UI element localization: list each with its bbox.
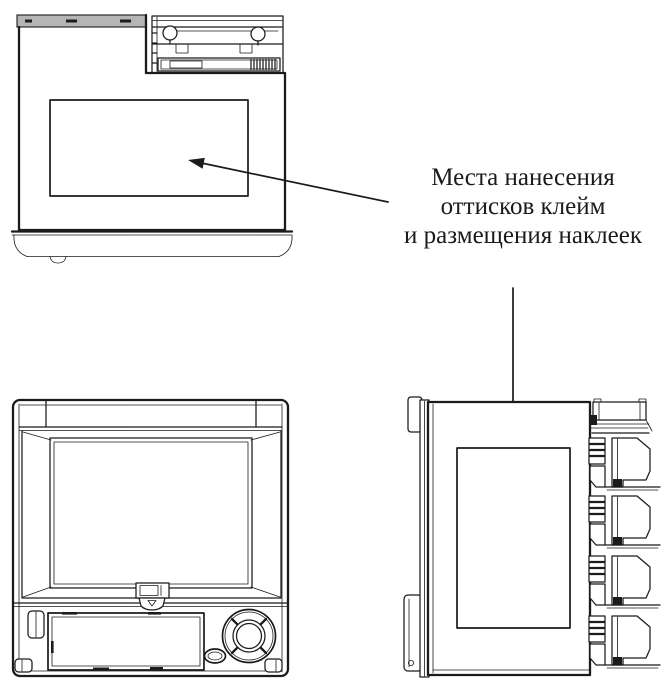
door-latch[interactable] bbox=[135, 582, 170, 611]
leader-arrow-top-view bbox=[188, 157, 389, 203]
terminal-block-4 bbox=[588, 615, 661, 669]
terminal-block-2 bbox=[588, 495, 661, 549]
navigation-knob[interactable] bbox=[221, 608, 277, 664]
side-case-outline bbox=[426, 400, 592, 677]
top-view-base bbox=[10, 230, 294, 264]
mount-bracket-bottom bbox=[403, 594, 423, 672]
marking-area-top bbox=[49, 99, 249, 197]
ribbed-section bbox=[250, 58, 276, 71]
top-view-case-outline bbox=[17, 13, 287, 232]
side-view-drawing bbox=[403, 396, 661, 678]
front-case-outline bbox=[11, 398, 290, 678]
printer-mechanism bbox=[151, 15, 284, 74]
terminal-block-3 bbox=[588, 555, 661, 609]
chart-door[interactable] bbox=[47, 612, 205, 671]
annotation-line-1: Места нанесения bbox=[431, 164, 615, 191]
feed-button[interactable] bbox=[203, 648, 227, 664]
foot-left bbox=[14, 658, 33, 673]
lower-panel bbox=[14, 608, 283, 673]
annotation-line-3: и размещения наклеек bbox=[404, 222, 642, 249]
top-view-drawing bbox=[10, 13, 294, 264]
annotation-text: Места нанесения оттисков клейм и размеще… bbox=[374, 163, 667, 250]
annotation-line-2: оттисков клейм bbox=[440, 193, 606, 220]
front-view-drawing bbox=[11, 398, 290, 678]
paper-roller-right bbox=[250, 26, 266, 42]
foot-right bbox=[264, 658, 283, 673]
marking-area-side bbox=[456, 447, 571, 629]
terminal-block-top bbox=[589, 398, 653, 434]
terminal-block-1 bbox=[588, 437, 661, 491]
paper-roller-left bbox=[162, 25, 178, 41]
